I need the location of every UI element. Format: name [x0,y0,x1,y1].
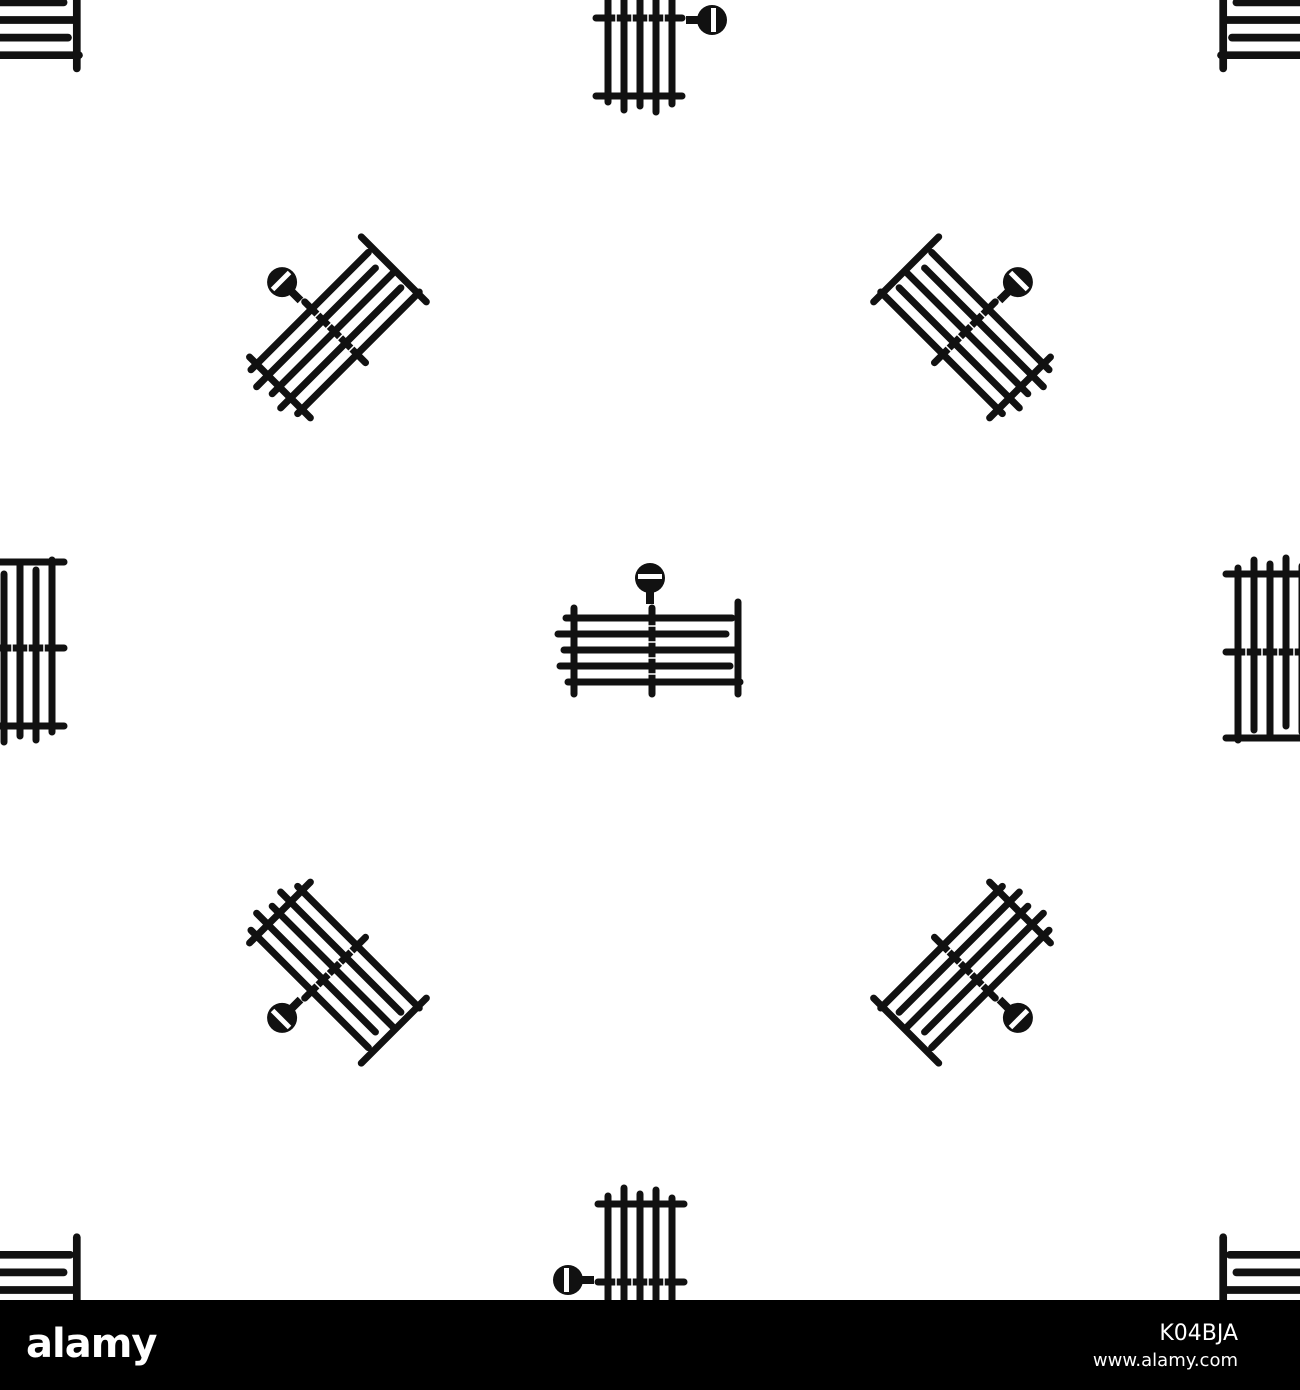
raft-icon-center [558,563,740,694]
image-id: K04BJA [1159,1321,1238,1346]
raft-icon-corner-bottom-left [0,1194,79,1300]
raft-icon-left-edge [0,560,64,742]
pattern-canvas [0,0,1300,1300]
site-url: www.alamy.com [1092,1350,1238,1371]
raft-icon-top-left [206,208,427,429]
watermark-bar: alamy K04BJA www.alamy.com [0,1300,1300,1390]
raft-icon-top-right [872,208,1093,429]
logo-text: alamy [26,1321,157,1367]
raft-icon-corner-top-left [0,0,79,68]
raft-icon-right-edge [1226,558,1300,740]
raft-icon-corner-top-right [1221,0,1300,68]
raft-icon-bottom-right [872,871,1093,1092]
seamless-pattern [0,0,1300,1300]
raft-icon-corner-bottom-right [1221,1194,1300,1300]
raft-icon-bottom-edge [553,1188,684,1300]
alamy-logo: alamy [26,1316,157,1372]
raft-icon-bottom-left [206,871,427,1092]
raft-icon-top-edge [596,0,727,112]
